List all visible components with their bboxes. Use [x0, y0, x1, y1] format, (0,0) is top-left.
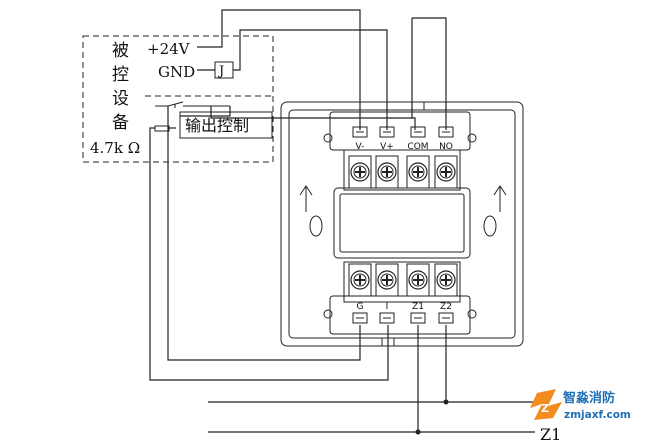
top-terminal-screw-3: [406, 155, 430, 189]
bottom-terminal-screw-4: [434, 263, 458, 297]
device-label-char-3: 设: [112, 89, 129, 109]
module-body: [280, 101, 524, 347]
wire-contact-to-com: [210, 106, 416, 130]
zmj-logo-icon: Z: [530, 389, 562, 420]
controlled-device-boundary: [82, 35, 274, 163]
bottom-terminal-screw-3: [406, 263, 430, 297]
top-terminal-label-1: V-: [356, 142, 365, 152]
resistor-symbol: [154, 125, 170, 132]
svg-text:Z: Z: [541, 402, 549, 415]
top-terminal-row: V- V+ COM NO: [348, 126, 458, 189]
top-terminal-clamp-3: [410, 126, 426, 138]
bottom-terminal-clamp-3: [410, 312, 426, 324]
watermark: Z 智淼消防 zmjaxf.com: [530, 389, 631, 421]
bottom-terminal-label-4: Z2: [440, 302, 452, 312]
wire-no: [412, 17, 447, 130]
power-positive-label: +24V: [147, 40, 191, 58]
resistor-label: 4.7k Ω: [90, 139, 140, 157]
top-terminal-clamp-2: [379, 126, 395, 138]
wire-contact-to-g: [167, 106, 361, 361]
bottom-terminal-label-2: I: [386, 302, 389, 312]
wire-resistor-to-i: [149, 127, 389, 381]
bottom-terminal-clamp-1: [352, 312, 368, 324]
device-label-char-4: 备: [112, 113, 129, 133]
bottom-terminal-screw-2: [375, 263, 399, 297]
top-terminal-clamp-1: [352, 126, 368, 138]
watermark-brand: 智淼消防: [563, 390, 615, 406]
device-label-char-2: 控: [112, 65, 129, 85]
top-terminal-screw-2: [375, 155, 399, 189]
arrow-up-right-icon: [493, 185, 507, 212]
top-terminal-label-4: NO: [439, 142, 453, 152]
top-terminal-label-3: COM: [407, 142, 428, 152]
output-control-box: [179, 111, 273, 139]
relay-coil-label: J: [217, 64, 224, 79]
power-gnd-label: GND: [158, 63, 195, 81]
controlled-device: 被 控 设 备 +24V GND 输出控制 4.7k Ω J: [82, 35, 274, 163]
device-label-char-1: 被: [112, 41, 129, 61]
wiring: [149, 9, 535, 435]
top-terminal-screw-1: [348, 155, 372, 189]
output-control-label: 输出控制: [185, 116, 249, 135]
bus-junction-z1: [415, 429, 421, 435]
bottom-terminal-clamp-4: [438, 312, 454, 324]
mounting-hole-left: [309, 215, 323, 237]
module-center-window: [333, 187, 471, 259]
top-terminal-clamp-4: [438, 126, 454, 138]
wire-com: [180, 106, 231, 117]
wire-24v: [197, 9, 361, 130]
bottom-terminal-row: G I Z1 Z2: [348, 263, 458, 324]
bottom-terminal-label-3: Z1: [412, 302, 424, 312]
bottom-terminal-clamp-2: [379, 312, 395, 324]
bus-label: Z1: [540, 425, 561, 444]
bottom-terminal-label-1: G: [357, 302, 364, 312]
bottom-terminal-screw-1: [348, 263, 372, 297]
top-terminal-screw-4: [434, 155, 458, 189]
top-terminal-label-2: V+: [380, 142, 394, 152]
watermark-url: zmjaxf.com: [564, 409, 631, 421]
bus-junction-z2: [443, 399, 449, 405]
wire-relay-to-v-plus: [233, 29, 388, 130]
mounting-hole-right: [483, 215, 497, 237]
relay-contact-symbol: [155, 101, 230, 108]
arrow-up-left-icon: [299, 185, 313, 212]
